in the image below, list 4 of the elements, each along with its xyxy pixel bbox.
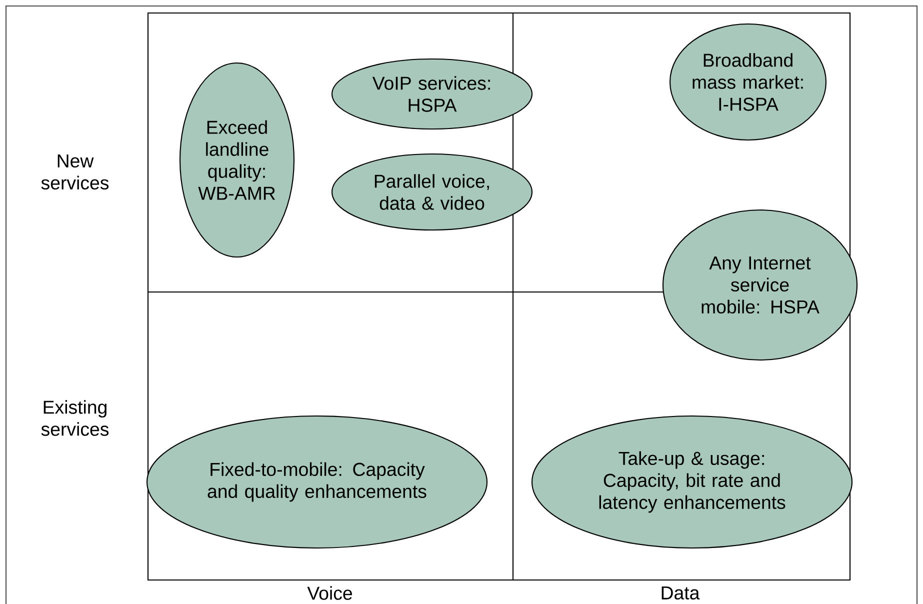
- axis-label: Existing services: [41, 400, 109, 436]
- axis-label: New services: [41, 154, 109, 190]
- axis-label: Data: [662, 586, 700, 600]
- axis-label: Voice: [307, 586, 352, 600]
